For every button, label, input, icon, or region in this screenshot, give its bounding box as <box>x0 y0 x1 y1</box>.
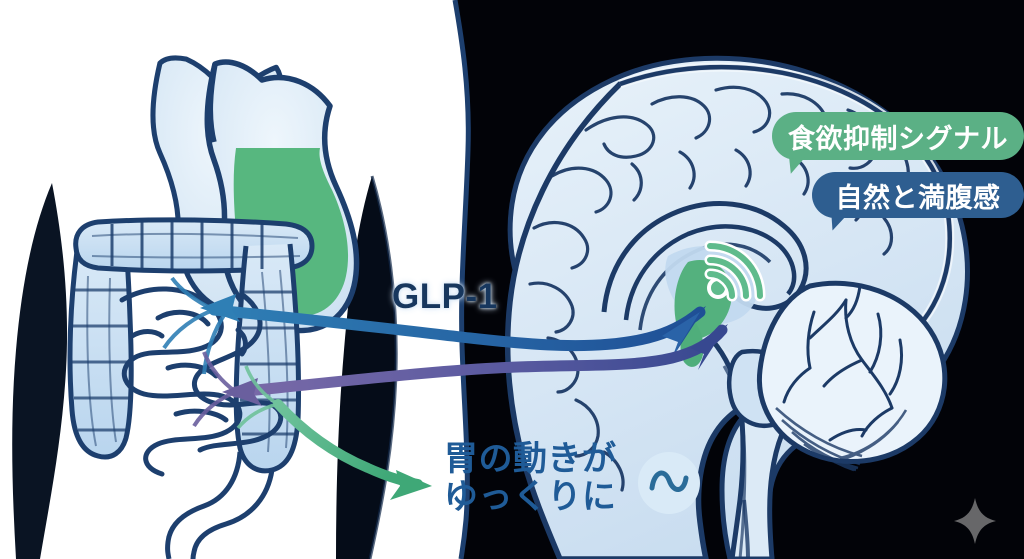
pill-tail-appetite <box>789 157 807 174</box>
glp1-signal-arrow-lower <box>192 324 728 428</box>
natural-satiety-text: 自然と満腹感 <box>835 182 1001 213</box>
glp1-signal-arrow-upper <box>162 276 706 375</box>
natural-satiety-pill: 自然と満腹感 <box>812 172 1024 231</box>
appetite-suppression-text: 食欲抑制シグナル <box>788 123 1008 154</box>
gastric-slowing-line-2: ゆっくりに <box>444 478 617 517</box>
small-intestine <box>119 286 284 477</box>
arm-silhouette-left <box>12 183 68 559</box>
sparkle-icon <box>954 498 996 544</box>
cerebellum <box>756 280 948 472</box>
spinal-cord <box>742 499 750 559</box>
gastric-slowing-line-1: 胃の動きが <box>444 440 617 478</box>
slow-wave-icon <box>649 470 689 492</box>
slow-wave-badge <box>638 452 700 514</box>
glp1-label: GLP-1 <box>392 277 498 316</box>
gastric-slowing-arrow <box>236 365 432 500</box>
broadcast-signal-icon <box>704 240 766 302</box>
pill-tail-satiety <box>831 215 848 231</box>
appetite-suppression-pill: 食欲抑制シグナル <box>772 112 1024 174</box>
gastric-slowing-label: 胃の動きが ゆっくりに <box>444 440 617 516</box>
